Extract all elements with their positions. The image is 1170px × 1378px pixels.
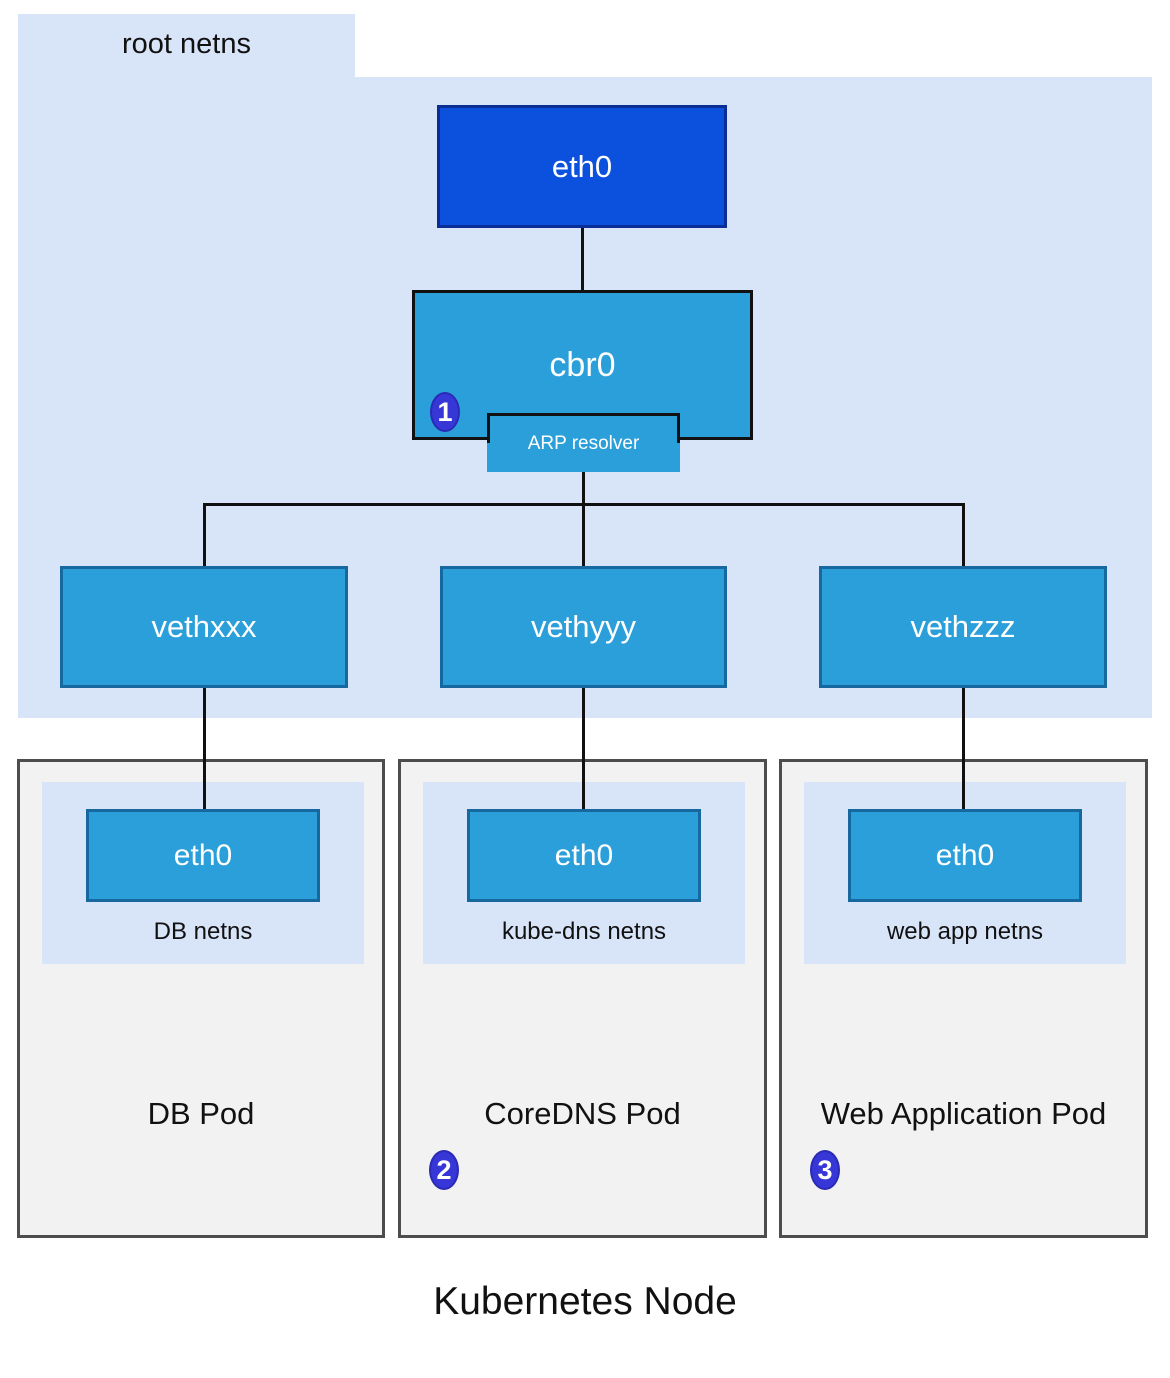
web-app-pod-title: Web Application Pod — [820, 1096, 1107, 1131]
node-eth0-box: eth0 — [437, 105, 727, 228]
connector-vethxxx-db-eth0 — [203, 688, 206, 811]
arp-resolver-label: ARP resolver — [527, 433, 640, 454]
step-2-badge: 2 — [429, 1150, 459, 1190]
db-netns-label: DB netns — [153, 918, 253, 945]
connector-vethyyy-coredns-eth0 — [582, 688, 585, 811]
db-pod-title: DB Pod — [147, 1096, 255, 1131]
kube-dns-netns-label: kube-dns netns — [501, 918, 667, 945]
step-1-badge: 1 — [430, 392, 460, 432]
connector-arp-down — [582, 472, 585, 506]
coredns-pod-title: CoreDNS Pod — [484, 1096, 681, 1131]
root-netns-tab — [18, 14, 355, 78]
web-app-pod-eth0-box: eth0 — [848, 809, 1082, 902]
web-app-netns-region: eth0 web app netns — [804, 782, 1126, 964]
db-pod-eth0-box: eth0 — [86, 809, 320, 902]
db-pod: eth0 DB netns DB Pod — [17, 759, 385, 1238]
coredns-pod-eth0-box: eth0 — [467, 809, 701, 902]
connector-bus-vethzzz — [962, 503, 965, 566]
connector-bus-vethxxx — [203, 503, 206, 566]
web-app-pod: eth0 web app netns Web Application Pod 3 — [779, 759, 1148, 1238]
connector-eth0-cbr0 — [581, 228, 584, 290]
vethyyy-box: vethyyy — [440, 566, 727, 688]
connector-bus-vethyyy — [582, 503, 585, 566]
kube-dns-netns-region: eth0 kube-dns netns — [423, 782, 745, 964]
arp-resolver-border — [487, 416, 680, 443]
web-app-netns-label: web app netns — [886, 918, 1044, 945]
vethzzz-box: vethzzz — [819, 566, 1107, 688]
connector-vethzzz-webapp-eth0 — [962, 688, 965, 811]
arp-resolver-box: ARP resolver — [487, 413, 680, 472]
coredns-pod: eth0 kube-dns netns CoreDNS Pod 2 — [398, 759, 767, 1238]
vethxxx-box: vethxxx — [60, 566, 348, 688]
db-netns-region: eth0 DB netns — [42, 782, 364, 964]
step-3-badge: 3 — [810, 1150, 840, 1190]
root-netns-label: root netns — [122, 28, 251, 60]
diagram-title: Kubernetes Node — [433, 1280, 737, 1323]
